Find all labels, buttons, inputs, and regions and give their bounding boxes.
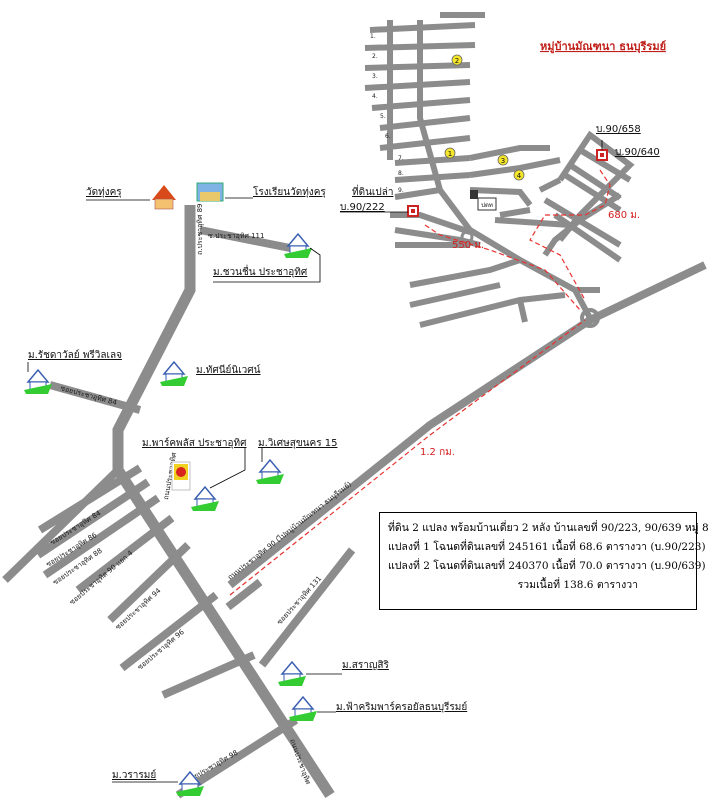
house-label-90-640: บ.90/640 (615, 147, 660, 158)
village-labels: ม.ชวนชื่น ประชาอุทิศ ม.รัชดาวัลย์ พรีวิล… (27, 197, 467, 783)
house-markers (407, 140, 608, 217)
store-logo-mark (176, 467, 186, 477)
route-lines (229, 169, 611, 596)
ptt-label: ปตท (481, 202, 493, 209)
info-line-3: แปลงที่ 2 โฉนดที่ดินเลขที่ 240370 เนื้อท… (388, 560, 706, 572)
leader-chuanchuen (213, 247, 321, 283)
label-chuanchuen: ม.ชวนชื่น ประชาอุทิศ (213, 264, 308, 278)
markers: 2 1 3 4 (444, 54, 525, 181)
info-line-1: ที่ดิน 2 แปลง พร้อมบ้านเดี่ยว 2 หลัง บ้า… (388, 522, 709, 534)
leader-parkplus (209, 448, 246, 489)
street-label: 6. (385, 133, 391, 140)
marker-circle-2[interactable] (451, 54, 463, 66)
marker-label-3: 3 (501, 157, 505, 165)
road-label-soi-111: ซ.ประชาอุทิศ 111 (208, 232, 264, 240)
property-info-box: ที่ดิน 2 แปลง พร้อมบ้านเดี่ยว 2 หลัง บ้า… (379, 512, 709, 610)
info-line-2: แปลงที่ 1 โฉนดที่ดินเลขที่ 245161 เนื้อท… (388, 541, 706, 553)
street-label: 7. (398, 155, 404, 162)
temple (152, 185, 176, 210)
ptt-station: ปตท (470, 190, 497, 211)
street-label: 8. (398, 170, 404, 177)
street-label: 3. (372, 73, 378, 80)
street-label: 2. (372, 53, 378, 60)
label-chatchawan: ม.รัชดาวัลย์ พรีวิลเลจ (28, 349, 122, 361)
house-icon-thanni[interactable] (160, 360, 188, 386)
school (196, 182, 224, 202)
house-icon-wisetsuk[interactable] (256, 458, 284, 484)
street-label: 5. (380, 113, 386, 120)
street-label: 4. (372, 93, 378, 100)
house-label-90-222: บ.90/222 (340, 202, 385, 213)
ptt-icon[interactable] (477, 197, 497, 211)
vacant-land-label: ที่ดินเปล่า (352, 184, 393, 198)
village-icons (24, 232, 317, 796)
info-line-4: รวมเนื้อที่ 138.6 ตารางวา (517, 579, 638, 591)
temple-label: วัดทุ่งครุ (86, 187, 122, 198)
school-body-icon (200, 192, 220, 201)
temple-icon[interactable] (152, 185, 176, 200)
house-icon-wararom[interactable] (176, 770, 204, 796)
house-dot (411, 209, 415, 213)
street-label: 9. (398, 187, 404, 194)
house-icon-chuanchuen[interactable] (284, 232, 312, 258)
marker-label-2: 2 (455, 57, 459, 65)
house-icon-sarasiri[interactable] (278, 660, 306, 686)
label-parkplus: ม.พาร์คพลัส ประชาอุทิศ (142, 437, 247, 449)
marker-circle-4[interactable] (513, 169, 525, 181)
store-logo (171, 461, 191, 491)
distance-550: 550 ม. (452, 240, 484, 251)
village-street-labels: 1. 2. 3. 4. 5. 6. 7. 8. 9. (370, 33, 404, 194)
school-label: โรงเรียนวัดทุ่งครุ (253, 185, 326, 198)
village-roads (364, 12, 635, 328)
house-label-90-658: บ.90/658 (596, 124, 641, 135)
label-wisetsuk: ม.วิเศษสุขนคร 15 (258, 438, 337, 449)
marker-label-4: 4 (517, 172, 522, 180)
temple-body-icon (154, 198, 174, 210)
house-dot (600, 153, 604, 157)
house-icon-parkplus[interactable] (191, 485, 219, 511)
marker-circle-3[interactable] (497, 154, 509, 166)
road-label-soi-j: ซอยประชาอุทิศ 84 (59, 384, 118, 407)
marker-label-1: 1 (448, 150, 452, 158)
car-icon (470, 190, 478, 199)
road-label-diag: ถนนประชาอุทิศ 90 (ไปหมู่บ้านมัณฑนา ธนบุร… (226, 479, 353, 581)
label-wararom: ม.วรารมย์ (112, 769, 156, 781)
street-label: 1. (370, 33, 376, 40)
road-label-soi-d: ซอยประชาอุทิศ 90 แยก 4 (68, 549, 135, 607)
village-title: หมู่บ้านมัณฑนา ธนบุรีรมย์ (540, 40, 666, 54)
label-thanni: ม.ทัศนีย์นิเวศน์ (196, 364, 261, 376)
distance-1-2km: 1.2 กม. (420, 447, 455, 458)
label-sarasiri: ม.สราญสิริ (342, 660, 389, 671)
label-fascinating: ม.ฟ้าคริมพาร์ครอยัลธนบุรีรมย์ (336, 701, 467, 713)
distance-680: 680 ม. (608, 210, 640, 221)
road-label-upper: ถ.ประชาอุทิศ 89 (196, 203, 204, 255)
house-icon-chatchawan[interactable] (24, 368, 52, 394)
main-road (112, 205, 335, 799)
house-icon-fascinating[interactable] (289, 695, 317, 721)
marker-circle-1[interactable] (444, 147, 456, 159)
